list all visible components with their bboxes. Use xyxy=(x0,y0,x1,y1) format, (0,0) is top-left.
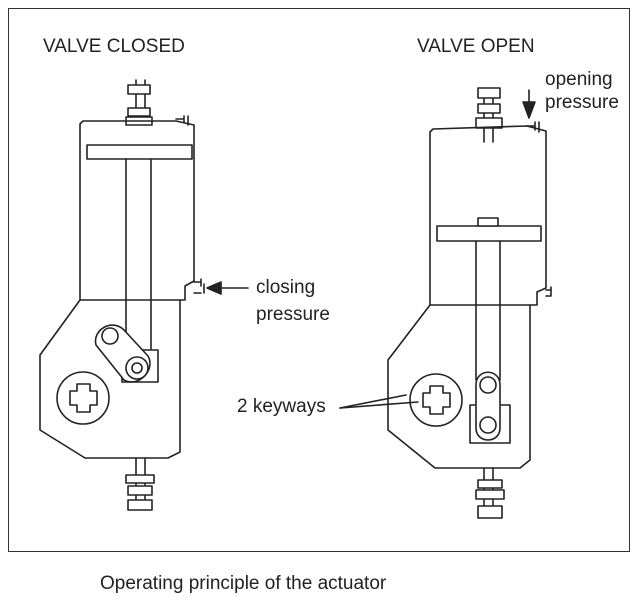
housing-closed xyxy=(39,299,181,459)
cylinder-open xyxy=(429,125,547,306)
top-bolt-open xyxy=(475,87,503,143)
shaft-closed xyxy=(56,371,110,425)
label-opening: opening xyxy=(545,69,613,90)
housing-open xyxy=(387,304,531,469)
shaft-open xyxy=(409,373,463,427)
label-keyways: 2 keyways xyxy=(237,396,326,417)
label-valve-open: VALVE OPEN xyxy=(417,36,535,57)
label-opening-pressure: pressure xyxy=(545,92,619,113)
keyways-leaders xyxy=(339,394,419,409)
piston-open xyxy=(436,225,542,242)
actuator-closed xyxy=(39,79,249,511)
bottom-bolt-closed xyxy=(125,457,155,511)
diagram-frame xyxy=(8,8,630,552)
label-valve-closed: VALVE CLOSED xyxy=(43,36,185,57)
bottom-bolt-open xyxy=(475,467,505,519)
label-closing: closing xyxy=(256,277,316,298)
label-closing-pressure: pressure xyxy=(256,304,330,325)
top-bolt-closed xyxy=(125,79,153,126)
piston-closed xyxy=(86,144,193,160)
actuator-open xyxy=(387,87,552,519)
figure-caption: Operating principle of the actuator xyxy=(100,573,387,594)
cylinder-closed xyxy=(79,120,195,301)
